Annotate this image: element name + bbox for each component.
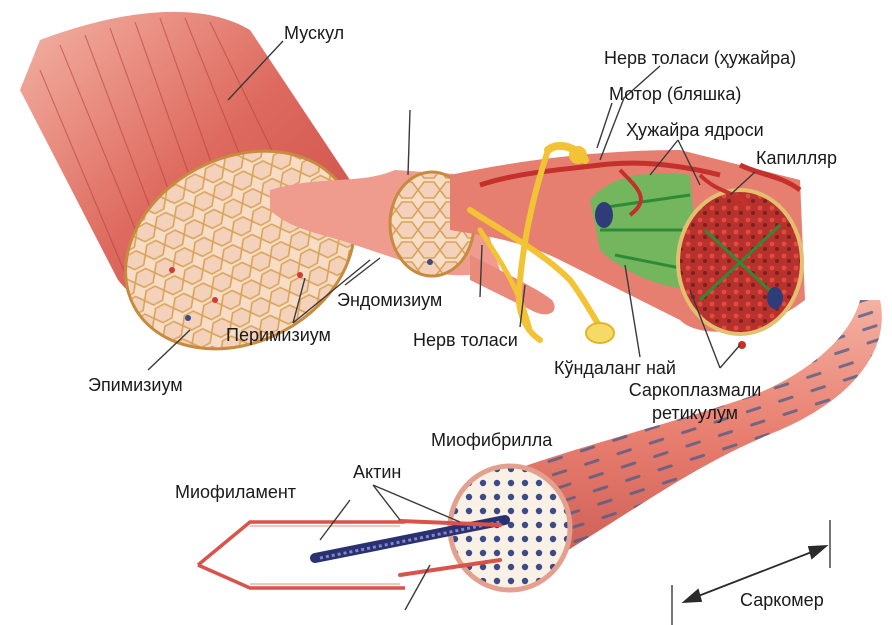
label-sarcoplasmic-reticulum: Саркоплазмали ретикулум bbox=[615, 380, 775, 423]
label-actin: Актин bbox=[353, 462, 401, 482]
label-cell-nucleus: Ҳужайра ядроси bbox=[626, 120, 764, 140]
label-endomysium: Эндомизиум bbox=[337, 290, 442, 310]
muscle-fiber-section bbox=[450, 150, 805, 349]
label-epimysium: Эпимизиум bbox=[88, 375, 183, 395]
label-nerve-fiber: Нерв толаси bbox=[413, 330, 518, 350]
label-sarcoplasmic-line-1: Саркоплазмали bbox=[615, 380, 775, 400]
label-transverse-tube: Кўндаланг най bbox=[554, 358, 676, 378]
label-nerve-fiber-cell: Нерв толаси (ҳужайра) bbox=[604, 48, 796, 68]
label-myofibril: Миофибрилла bbox=[431, 430, 552, 450]
label-myofilament: Миофиламент bbox=[175, 482, 296, 502]
label-perimysium: Перимизиум bbox=[226, 325, 331, 345]
label-sarcomere: Саркомер bbox=[740, 590, 824, 610]
label-muscle: Мускул bbox=[284, 23, 344, 43]
label-capillary: Капилляр bbox=[756, 148, 837, 168]
label-sarcoplasmic-line-2: ретикулум bbox=[615, 403, 775, 423]
label-motor-plaque: Мотор (бляшка) bbox=[609, 84, 741, 104]
